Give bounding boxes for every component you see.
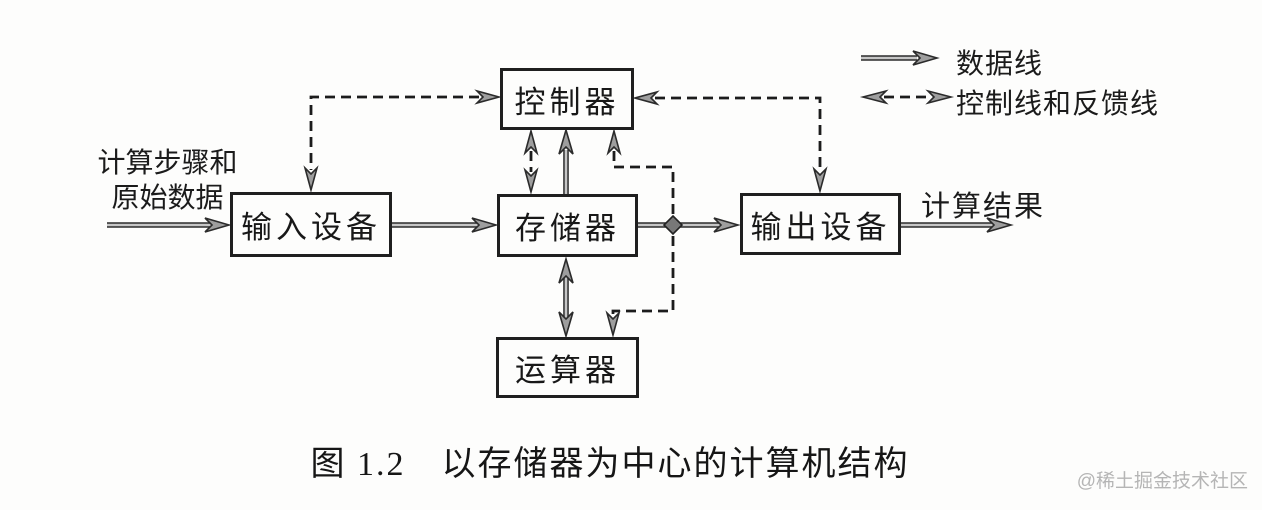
arrowhead-right-icon [471, 217, 499, 233]
data-line-output-to-result [901, 217, 1014, 233]
arrowhead-down-icon [605, 310, 621, 339]
legend-control-line-icon [859, 89, 955, 105]
control-line-controller-output [631, 90, 828, 195]
data-line-memory-to-controller [558, 127, 574, 194]
arrowhead-up-icon [606, 127, 622, 156]
arrowhead-right-icon [474, 89, 503, 105]
arrowhead-up-icon [558, 127, 574, 155]
output-annotation: 计算结果 [921, 191, 1046, 223]
junction-diamond-icon [662, 214, 684, 236]
node-alu-label: 运算器 [515, 353, 620, 388]
legend-data-line-icon [861, 50, 940, 66]
node-output-device-label: 输出设备 [750, 209, 891, 245]
node-memory-label: 存储器 [515, 211, 620, 246]
arrowhead-down-icon [523, 167, 539, 196]
node-controller-label: 控制器 [514, 84, 620, 120]
arrowhead-down-icon [558, 311, 574, 339]
node-alu: 运算器 [496, 337, 639, 398]
input-annotation-line1: 计算步骤和 [97, 148, 238, 179]
figure-caption: 图 1.2 以存储器为中心的计算机结构 [310, 446, 910, 483]
arrowhead-right-icon [204, 217, 232, 233]
data-line-memory-alu-bidirectional [558, 256, 574, 339]
legend-label-data-line: 数据线 [956, 49, 1044, 80]
watermark: @稀土掘金技术社区 [1076, 471, 1248, 492]
data-line-memory-to-output [638, 217, 741, 233]
node-output-device: 输出设备 [740, 193, 901, 255]
arrowhead-up-icon [523, 127, 539, 156]
node-input-device: 输入设备 [230, 192, 392, 257]
node-input-device-label: 输入设备 [241, 210, 381, 245]
arrowhead-down-icon [303, 165, 319, 194]
control-line-controller-input [303, 89, 503, 194]
data-line-input-to-memory [392, 217, 499, 233]
control-line-controller-memory [523, 127, 539, 196]
arrowhead-left-icon [631, 90, 660, 106]
arrowhead-right-icon [986, 217, 1014, 233]
data-line-source-to-input [107, 217, 232, 233]
arrowhead-up-icon [558, 256, 574, 284]
arrowhead-down-icon [812, 166, 828, 195]
node-memory: 存储器 [497, 194, 638, 257]
input-annotation: 计算步骤和 原始数据 [80, 146, 255, 216]
node-controller: 控制器 [500, 68, 634, 130]
input-annotation-line2: 原始数据 [111, 183, 224, 214]
legend-label-control-line: 控制线和反馈线 [956, 89, 1160, 120]
control-line-controller-alu [605, 127, 675, 339]
arrowhead-right-icon [713, 217, 741, 233]
